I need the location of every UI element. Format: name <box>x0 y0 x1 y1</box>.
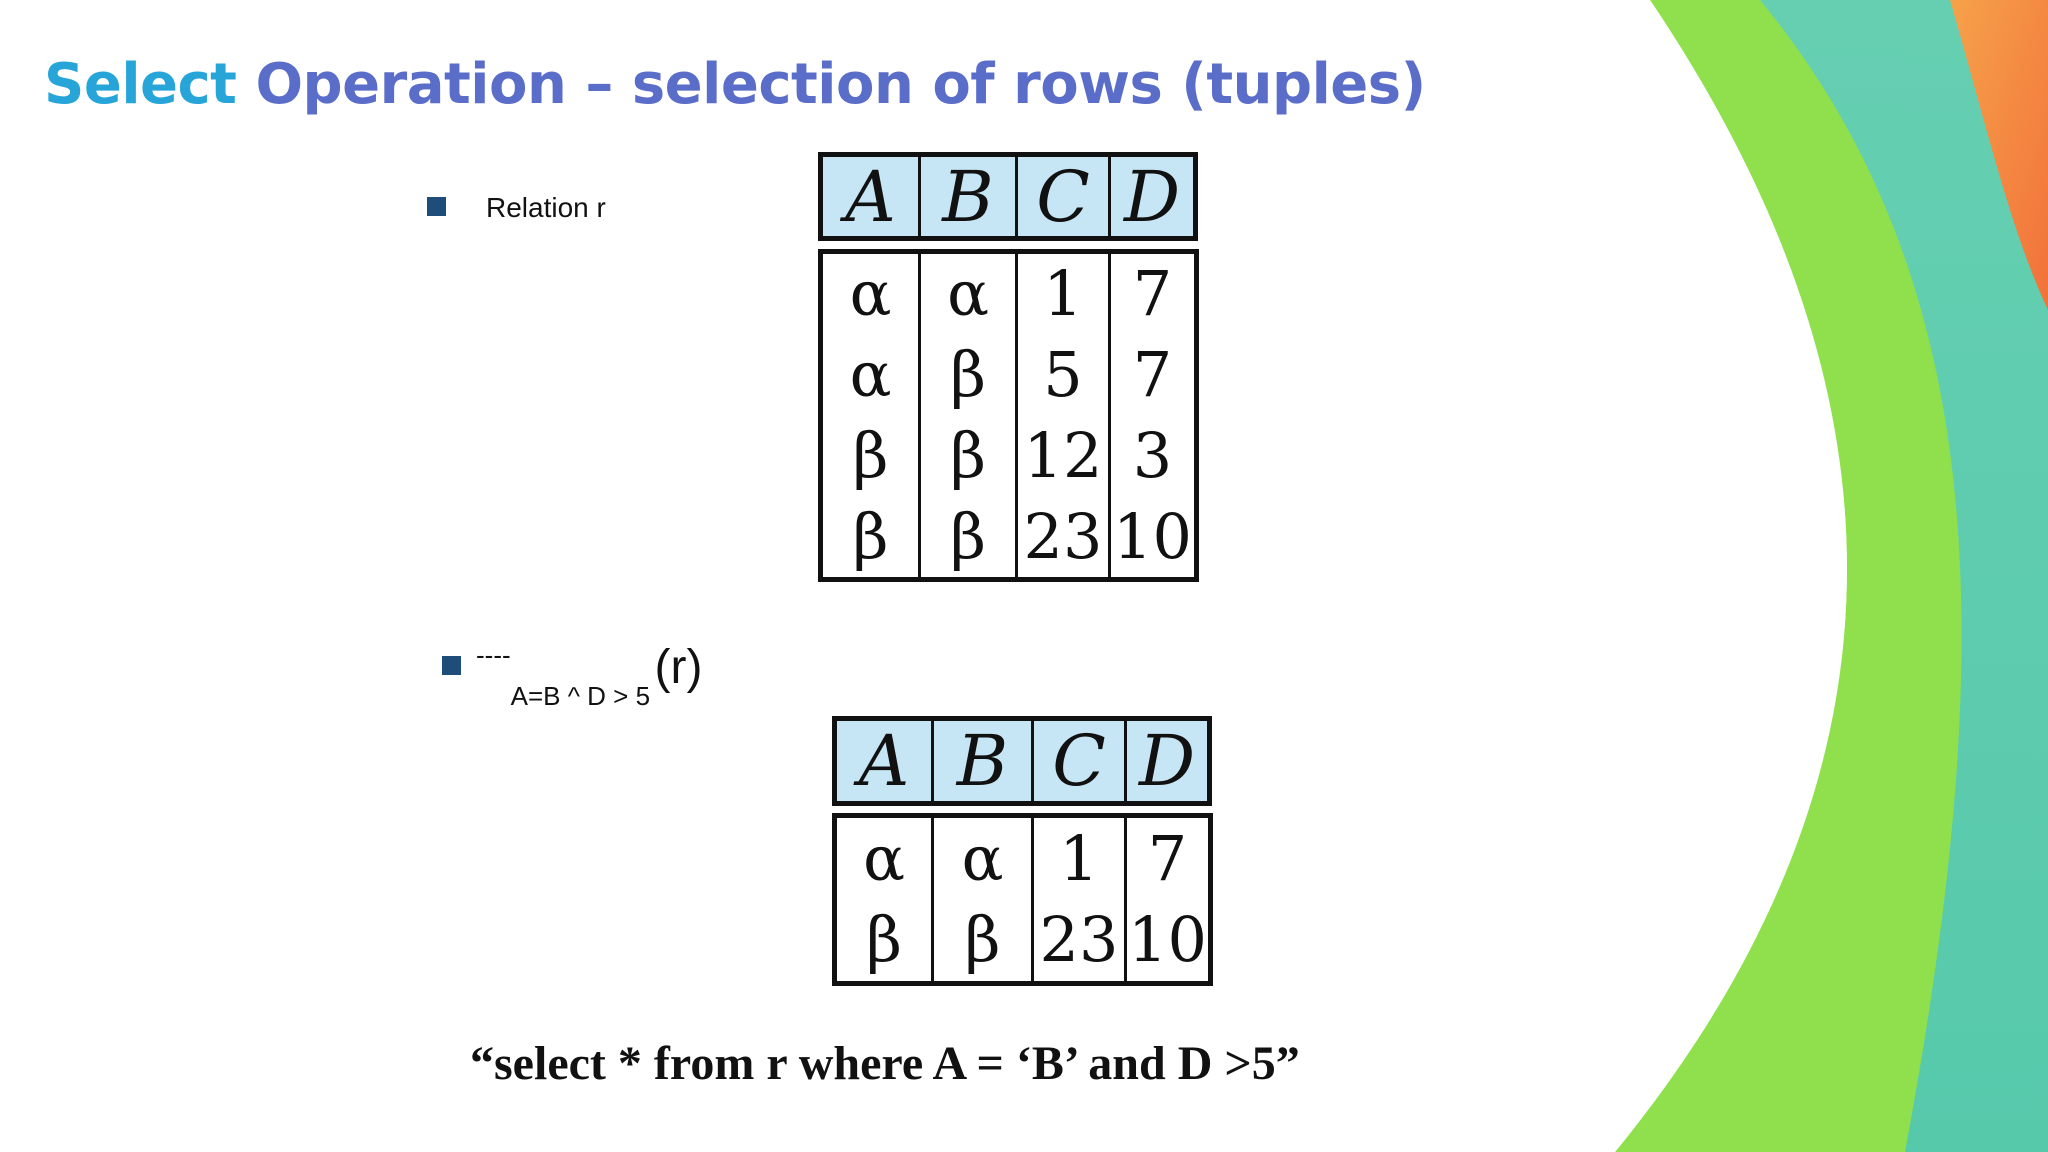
slide-title: Select Operation – selection of rows (tu… <box>44 52 1426 117</box>
cell-value: α <box>961 821 1004 895</box>
result-table: A B C D α β α β 1 23 7 10 <box>832 716 1213 986</box>
cell-value: 7 <box>1132 338 1173 412</box>
orange-accent <box>1950 0 2048 310</box>
column-d: 7 10 <box>1127 818 1208 981</box>
title-rest: Operation – selection of rows (tuples) <box>255 52 1426 117</box>
result-header: A B C D <box>832 716 1212 806</box>
result-body: α β α β 1 23 7 10 <box>832 813 1213 986</box>
cell-value: 10 <box>1128 903 1207 977</box>
column-header: B <box>921 157 1018 236</box>
sigma-symbol: ---- <box>476 640 511 670</box>
cell-value: β <box>950 418 986 492</box>
cell-value: 23 <box>1039 903 1119 977</box>
cell-value: α <box>849 338 892 412</box>
column-c: 1 23 <box>1034 818 1127 981</box>
bullet-square-icon <box>427 197 446 216</box>
cell-value: β <box>852 418 889 492</box>
cell-value: 5 <box>1043 338 1083 412</box>
relation-r-body: α α β β α β β β 1 5 12 23 7 7 3 10 <box>818 249 1199 582</box>
relation-r-header: A B C D <box>818 152 1198 241</box>
cell-value: 1 <box>1059 821 1099 895</box>
column-header: D <box>1138 720 1196 802</box>
cell-value: β <box>950 338 986 412</box>
column-header: B <box>934 721 1034 801</box>
cell-value: α <box>849 257 892 331</box>
relation-r-label: Relation r <box>486 192 606 223</box>
relation-r-table: A B C D α α β β α β β β 1 5 12 23 7 7 3 … <box>818 152 1199 582</box>
column-c: 1 5 12 23 <box>1018 254 1111 577</box>
bullet-square-icon <box>442 656 461 675</box>
column-header: D <box>1123 155 1181 238</box>
sql-query: “select * from r where A = ‘B’ and D >5” <box>470 1037 1300 1090</box>
cell-value: 10 <box>1113 499 1192 573</box>
selection-expression: ---- A=B ^ D > 5 (r) <box>476 640 703 711</box>
column-a: α β <box>837 818 934 981</box>
cell-value: 23 <box>1023 499 1103 573</box>
column-b: α β β β <box>921 254 1018 577</box>
column-header: A <box>823 157 921 236</box>
selection-argument: (r) <box>654 641 703 694</box>
column-b: α β <box>934 818 1034 981</box>
column-a: α α β β <box>823 254 921 577</box>
selection-condition: A=B ^ D > 5 <box>510 681 651 711</box>
cell-value: β <box>866 903 902 977</box>
column-header: A <box>837 721 934 801</box>
green-band <box>1615 0 1962 1152</box>
title-keyword: Select <box>44 52 237 117</box>
cell-value: α <box>863 821 905 895</box>
cell-value: 1 <box>1043 257 1083 331</box>
cell-value: 7 <box>1132 257 1173 331</box>
column-d: 7 7 3 10 <box>1111 254 1194 577</box>
cell-value: β <box>852 499 889 573</box>
column-header: C <box>1018 157 1111 236</box>
column-header: C <box>1034 721 1127 801</box>
cell-value: α <box>947 257 989 331</box>
cell-value: β <box>964 903 1001 977</box>
cell-value: β <box>950 499 986 573</box>
cell-value: 7 <box>1147 821 1188 895</box>
cell-value: 3 <box>1132 418 1173 492</box>
cell-value: 12 <box>1023 418 1103 492</box>
